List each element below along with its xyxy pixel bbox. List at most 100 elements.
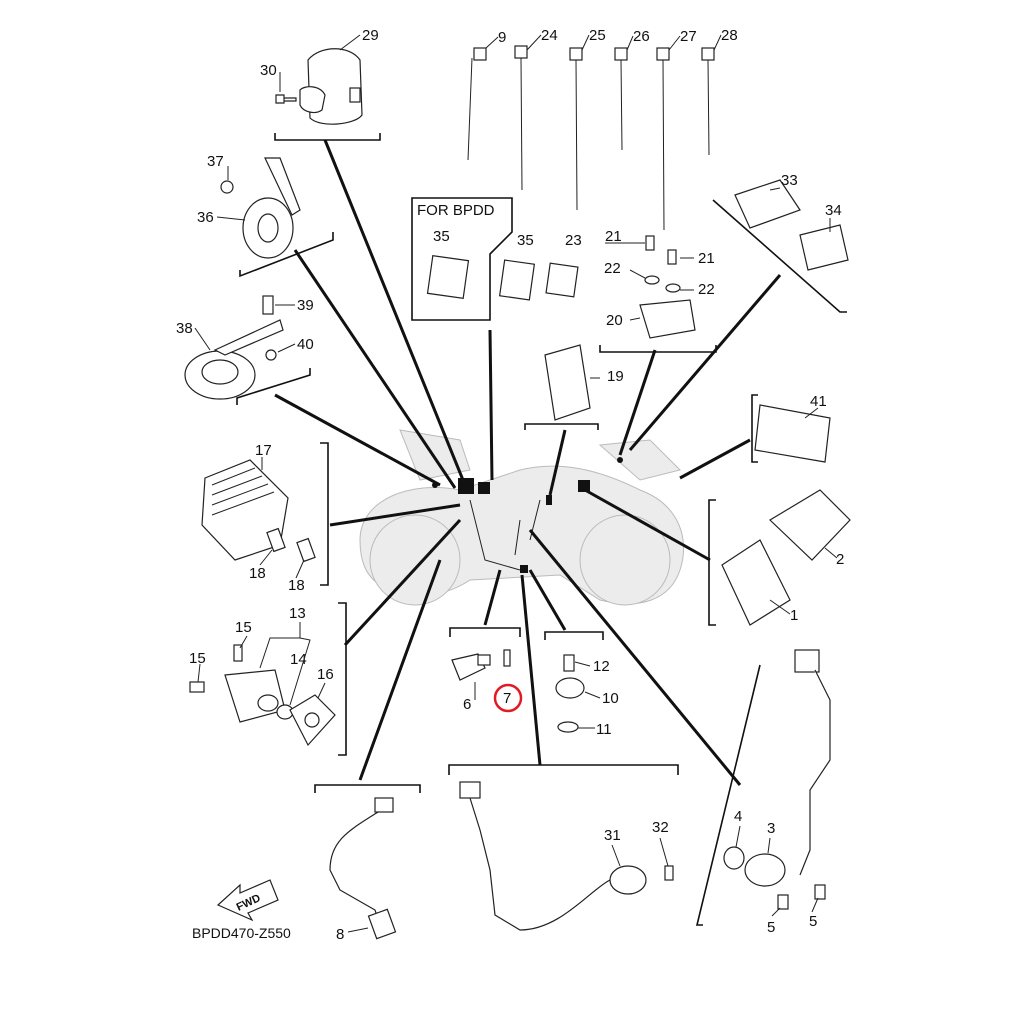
part-label: 10 [602, 690, 619, 707]
part-label: 18 [288, 577, 305, 594]
diagram-code: BPDD470-Z550 [192, 925, 291, 941]
part-6-sensor [451, 653, 491, 681]
part-10-bracket [555, 677, 585, 699]
part-label: 22 [698, 281, 715, 298]
part-35-relay-a [426, 255, 470, 299]
part-5-bolt-b [814, 884, 826, 900]
forward-arrow: FWD [216, 879, 279, 922]
group-brackets [236, 133, 847, 926]
part-label: 35 [517, 232, 534, 249]
part-12-bolt [563, 654, 575, 672]
label-leaders [194, 34, 838, 933]
part-label: 18 [249, 565, 266, 582]
part-label: 33 [781, 172, 798, 189]
part-5-bolt-a [777, 894, 789, 910]
part-18-bolt-b [296, 537, 316, 563]
part-label: 3 [767, 820, 775, 837]
part-2-bracket [769, 489, 851, 561]
part-label: 25 [589, 27, 606, 44]
part-36-horn [242, 157, 301, 259]
part-label: 30 [260, 62, 277, 79]
variant-label: FOR BPDD [417, 202, 495, 219]
part-3-sensor [744, 649, 831, 887]
part-32-bolt [664, 865, 674, 881]
part-26-tie [614, 47, 628, 151]
part-label: 8 [336, 926, 344, 943]
part-27-tie [656, 47, 670, 231]
part-25-tie [569, 47, 583, 211]
leader-lines [274, 139, 782, 786]
part-label: 28 [721, 27, 738, 44]
part-16-gasket [289, 694, 336, 747]
part-label: 15 [235, 619, 252, 636]
part-label: 19 [607, 368, 624, 385]
part-label: 38 [176, 320, 193, 337]
part-33-module [734, 179, 801, 229]
part-label: 12 [593, 658, 610, 675]
part-4-oring [723, 846, 745, 870]
part-40-nut [265, 349, 277, 361]
part-label: 9 [498, 29, 506, 46]
part-label: 15 [189, 650, 206, 667]
part-label: 17 [255, 442, 272, 459]
part-label: 24 [541, 27, 558, 44]
part-15-screw-b [189, 681, 205, 693]
part-label: 16 [317, 666, 334, 683]
part-label: 39 [297, 297, 314, 314]
part-19-unit [544, 344, 591, 421]
part-41-plate [754, 404, 831, 463]
part-label: 21 [698, 250, 715, 267]
part-31-sensor [459, 781, 647, 931]
part-label: 40 [297, 336, 314, 353]
part-label: 20 [606, 312, 623, 329]
part-label: 5 [809, 913, 817, 930]
part-label: 36 [197, 209, 214, 226]
part-22-washer-a [644, 275, 660, 285]
part-34-connector [799, 224, 849, 271]
part-label: 2 [836, 551, 844, 568]
part-label: 35 [433, 228, 450, 245]
part-18-bolt-a [266, 527, 286, 553]
part-label: 29 [362, 27, 379, 44]
part-label: 41 [810, 393, 827, 410]
part-23-relay [545, 262, 579, 298]
part-15-screw-a [233, 644, 243, 662]
part-13-sensor [224, 669, 286, 723]
part-label: 32 [652, 819, 669, 836]
part-label: 31 [604, 827, 621, 844]
part-label: 23 [565, 232, 582, 249]
part-24-tie [514, 45, 528, 191]
part-label: 21 [605, 228, 622, 245]
part-38-horn [184, 319, 284, 400]
part-21-bolt-a [645, 235, 655, 251]
part-39-bolt [262, 295, 274, 315]
part-labels: 1 2 3 4 5 5 6 7 8 9 10 11 12 13 14 15 15… [176, 27, 844, 943]
part-9-tie [467, 47, 487, 161]
part-label: 26 [633, 28, 650, 45]
part-37-bolt [220, 180, 234, 194]
part-label: 11 [596, 721, 612, 738]
part-label: 37 [207, 153, 224, 170]
part-1-ecu [721, 539, 791, 626]
part-label: 4 [734, 808, 742, 825]
part-label: 7 [503, 690, 511, 707]
part-30-bolt [275, 94, 297, 104]
part-20-bracket [639, 299, 696, 339]
part-21-bolt-b [667, 249, 677, 265]
part-22-washer-b [665, 283, 681, 293]
part-7-pin [503, 649, 511, 667]
part-label: 13 [289, 605, 306, 622]
part-29-cover [299, 48, 363, 125]
part-label: 6 [463, 696, 471, 713]
part-28-tie [701, 47, 715, 156]
part-label: 27 [680, 28, 697, 45]
part-label: 34 [825, 202, 842, 219]
part-35-relay-b [498, 259, 536, 301]
part-label: 1 [790, 607, 798, 624]
part-label: 22 [604, 260, 621, 277]
part-label: 5 [767, 919, 775, 936]
for-bpdd-box: FOR BPDD [411, 197, 513, 321]
highlight-ring [493, 683, 523, 713]
part-8-o2-sensor [329, 797, 397, 940]
